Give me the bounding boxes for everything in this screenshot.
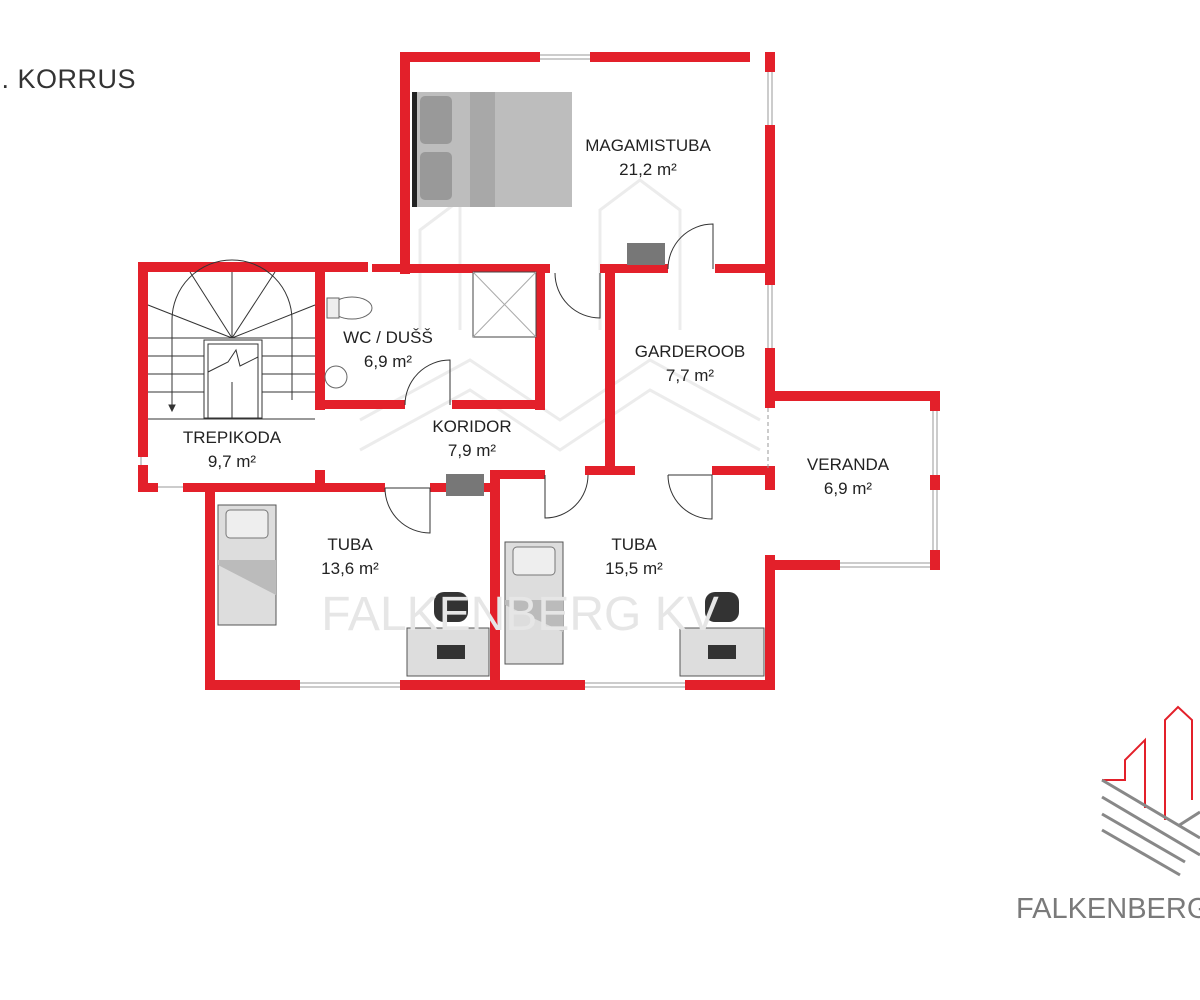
room-area: 9,7 m² xyxy=(207,452,257,471)
room-area: 21,2 m² xyxy=(619,160,677,179)
room-area: 7,7 m² xyxy=(665,366,715,385)
room-name: GARDEROOB xyxy=(634,342,746,361)
room-label-magamistuba: MAGAMISTUBA 21,2 m² xyxy=(585,134,711,182)
room-area: 6,9 m² xyxy=(823,479,873,498)
room-label-tuba-1: TUBA 13,6 m² xyxy=(321,533,379,581)
furniture xyxy=(217,92,765,677)
room-name: KORIDOR xyxy=(432,417,512,436)
room-label-wc: WC / DUŠŠ 6,9 m² xyxy=(343,326,433,374)
appliance-icon xyxy=(446,474,484,496)
room-area: 7,9 m² xyxy=(447,441,497,460)
room-name: WC / DUŠŠ xyxy=(343,328,433,347)
room-label-tuba-2: TUBA 15,5 m² xyxy=(605,533,663,581)
watermark-text: FALKENBERG KV xyxy=(321,588,718,641)
room-area: 15,5 m² xyxy=(605,559,663,578)
logo-text: FALKENBERG xyxy=(1016,893,1200,925)
room-label-veranda: VERANDA 6,9 m² xyxy=(807,453,889,501)
room-label-trepikoda: TREPIKODA 9,7 m² xyxy=(183,426,281,474)
room-name: MAGAMISTUBA xyxy=(585,136,711,155)
walls xyxy=(138,52,940,690)
staircase xyxy=(147,259,316,420)
room-label-koridor: KORIDOR 7,9 m² xyxy=(432,415,511,463)
chair-icon xyxy=(434,592,468,622)
room-name: TUBA xyxy=(611,535,657,554)
windows xyxy=(140,54,938,688)
sink-icon xyxy=(324,365,348,389)
appliance-icon xyxy=(627,243,665,265)
room-name: TUBA xyxy=(327,535,373,554)
room-area: 13,6 m² xyxy=(321,559,379,578)
room-name: TREPIKODA xyxy=(182,428,282,447)
chair-icon xyxy=(705,592,739,622)
room-name: VERANDA xyxy=(806,455,890,474)
falkenberg-logo xyxy=(1101,705,1200,877)
watermark-logo xyxy=(359,178,761,452)
floor-title: 1. KORRUS xyxy=(0,64,137,94)
doors xyxy=(384,223,714,534)
room-label-garderoob: GARDEROOB 7,7 m² xyxy=(635,340,746,388)
room-area: 6,9 m² xyxy=(363,352,413,371)
